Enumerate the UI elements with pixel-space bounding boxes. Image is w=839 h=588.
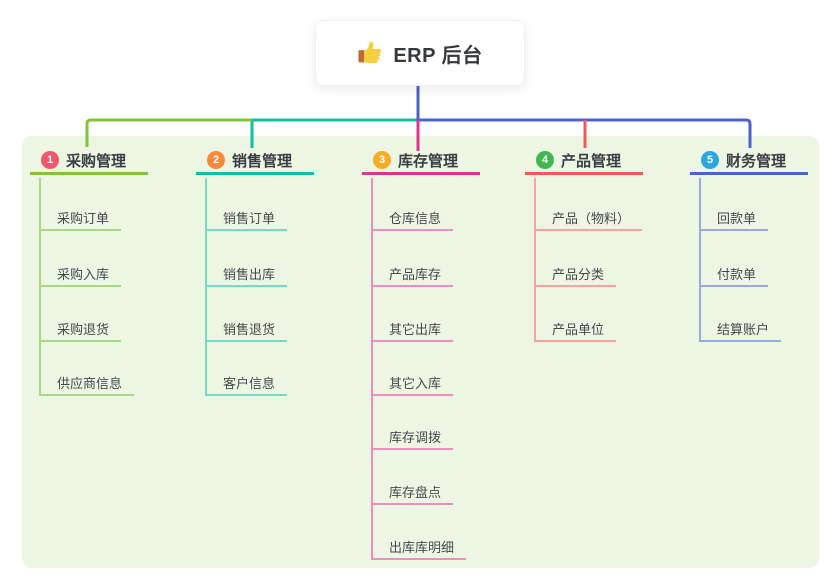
branch-purchase: 1 采购管理 采购订单 采购入库 采购退货 供应商信息 <box>30 148 148 396</box>
branch-finance: 5 财务管理 回款单 付款单 结算账户 <box>690 148 808 342</box>
node-settlement-account[interactable]: 结算账户 <box>700 312 782 342</box>
branch-inventory-header[interactable]: 3 库存管理 <box>362 148 480 175</box>
node-purchase-order[interactable]: 采购订单 <box>40 201 122 231</box>
branch-purchase-title: 采购管理 <box>66 152 127 170</box>
branch-2-badge: 2 <box>207 151 225 169</box>
branch-4-badge: 4 <box>536 151 554 169</box>
branch-inventory-title: 库存管理 <box>398 152 459 170</box>
node-supplier-info[interactable]: 供应商信息 <box>40 366 135 396</box>
node-sales-return[interactable]: 销售退货 <box>206 312 288 342</box>
node-payment-bill[interactable]: 付款单 <box>700 257 769 287</box>
thumbs-up-icon <box>358 41 382 64</box>
branch-purchase-header[interactable]: 1 采购管理 <box>30 148 148 175</box>
branch-5-badge: 5 <box>701 151 719 169</box>
branch-finance-spine <box>699 178 701 342</box>
node-purchase-return[interactable]: 采购退货 <box>40 312 122 342</box>
node-receipt-bill[interactable]: 回款单 <box>700 201 769 231</box>
connector-finance <box>418 118 752 148</box>
branch-product: 4 产品管理 产品（物料） 产品分类 产品单位 <box>525 148 643 342</box>
branch-1-badge: 1 <box>41 151 59 169</box>
branch-3-badge: 3 <box>373 151 391 169</box>
branch-product-title: 产品管理 <box>561 152 622 170</box>
node-sales-outbound[interactable]: 销售出库 <box>206 257 288 287</box>
node-customer-info[interactable]: 客户信息 <box>206 366 288 396</box>
branch-product-spine <box>534 178 536 342</box>
branch-sales: 2 销售管理 销售订单 销售出库 销售退货 客户信息 <box>196 148 314 396</box>
branch-finance-title: 财务管理 <box>726 152 787 170</box>
node-stock-check[interactable]: 库存盘点 <box>372 475 454 505</box>
node-product-unit[interactable]: 产品单位 <box>535 312 617 342</box>
branch-inventory: 3 库存管理 仓库信息 产品库存 其它出库 其它入库 库存调拨 库存盘点 出库库… <box>362 148 480 560</box>
node-product-material[interactable]: 产品（物料） <box>535 201 643 231</box>
branch-sales-header[interactable]: 2 销售管理 <box>196 148 314 175</box>
root-node-label: ERP 后台 <box>393 44 483 67</box>
node-purchase-inbound[interactable]: 采购入库 <box>40 257 122 287</box>
branch-finance-header[interactable]: 5 财务管理 <box>690 148 808 175</box>
connector-sales <box>250 118 418 148</box>
node-sales-order[interactable]: 销售订单 <box>206 201 288 231</box>
branch-sales-spine <box>205 178 207 396</box>
node-warehouse-info[interactable]: 仓库信息 <box>372 201 454 231</box>
connector-purchase <box>85 118 252 147</box>
node-outbound-detail[interactable]: 出库库明细 <box>372 530 467 560</box>
node-other-outbound[interactable]: 其它出库 <box>372 312 454 342</box>
node-product-stock[interactable]: 产品库存 <box>372 257 454 287</box>
node-stock-transfer[interactable]: 库存调拨 <box>372 420 454 450</box>
branch-inventory-spine <box>371 178 373 560</box>
branch-sales-title: 销售管理 <box>232 152 293 170</box>
node-other-inbound[interactable]: 其它入库 <box>372 366 454 396</box>
branches-background-panel <box>22 136 819 568</box>
root-node-erp-backend[interactable]: ERP 后台 <box>315 20 525 86</box>
node-product-category[interactable]: 产品分类 <box>535 257 617 287</box>
branch-purchase-spine <box>39 178 41 396</box>
branch-product-header[interactable]: 4 产品管理 <box>525 148 643 175</box>
